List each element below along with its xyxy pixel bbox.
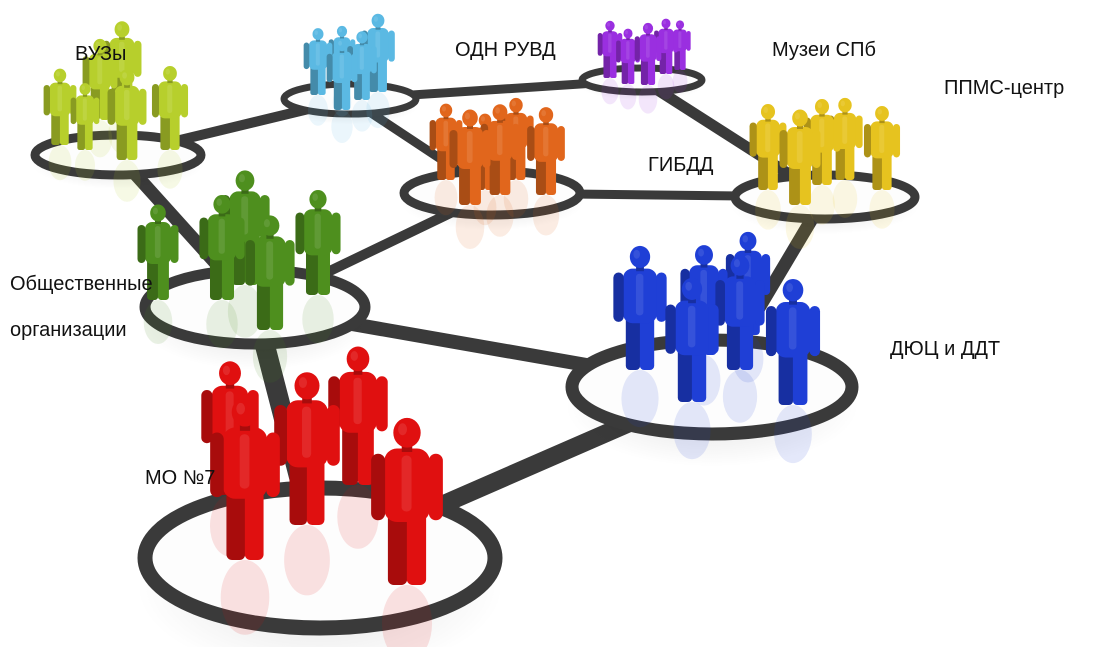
label-vuzy: ВУЗы (75, 43, 127, 65)
label-gibdd: ГИБДД (648, 154, 714, 176)
person-lightblue-3 (303, 28, 333, 126)
label-muzei-spb: Музеи СПб (772, 39, 876, 61)
platform-rings (30, 64, 920, 647)
person-mo7-3 (274, 372, 340, 596)
person-vuzy-5 (70, 83, 100, 181)
person-obshch-3 (137, 204, 179, 344)
label-obshchestvennye: Общественные (10, 273, 153, 295)
person-ppms-5 (779, 109, 821, 249)
person-dyuts-6 (765, 278, 821, 464)
group-odn (597, 18, 691, 114)
person-gibdd-4 (480, 104, 520, 237)
person-vuzy-2 (82, 38, 118, 158)
person-odn-2 (654, 18, 678, 100)
person-gibdd-6 (449, 109, 491, 249)
person-ppms-4 (863, 105, 901, 229)
group-vuzy (43, 21, 189, 202)
group-ppms (749, 97, 901, 249)
person-mo7-5 (371, 417, 443, 647)
person-dyuts-3 (613, 245, 667, 428)
person-vuzy-4 (151, 65, 189, 189)
person-obshch-2 (295, 189, 341, 344)
person-gibdd-5 (527, 107, 565, 236)
person-obshch-5 (245, 215, 295, 383)
person-vuzy-6 (107, 69, 147, 202)
label-organizatsii: организации (10, 319, 127, 341)
person-odn-5 (634, 22, 662, 114)
person-dyuts-4 (715, 255, 765, 423)
person-dyuts-5 (665, 277, 719, 460)
group-gibdd (429, 97, 565, 249)
label-mo7: МО №7 (145, 467, 216, 489)
label-dyuts-ddt: ДЮЦ и ДДТ (890, 338, 1001, 360)
label-odn-ruvd: ОДН РУВД (455, 39, 556, 61)
group-lightblue (303, 13, 395, 143)
group-mo7 (201, 346, 443, 647)
group-obshch (137, 170, 341, 383)
platform-ppms (730, 170, 920, 235)
group-dyuts (613, 231, 821, 464)
person-obshch-4 (199, 194, 245, 349)
label-ppms-centr: ППМС-центр (944, 77, 1065, 99)
person-lightblue-5 (326, 38, 358, 143)
person-mo7-4 (210, 397, 280, 635)
people-groups (43, 13, 901, 647)
